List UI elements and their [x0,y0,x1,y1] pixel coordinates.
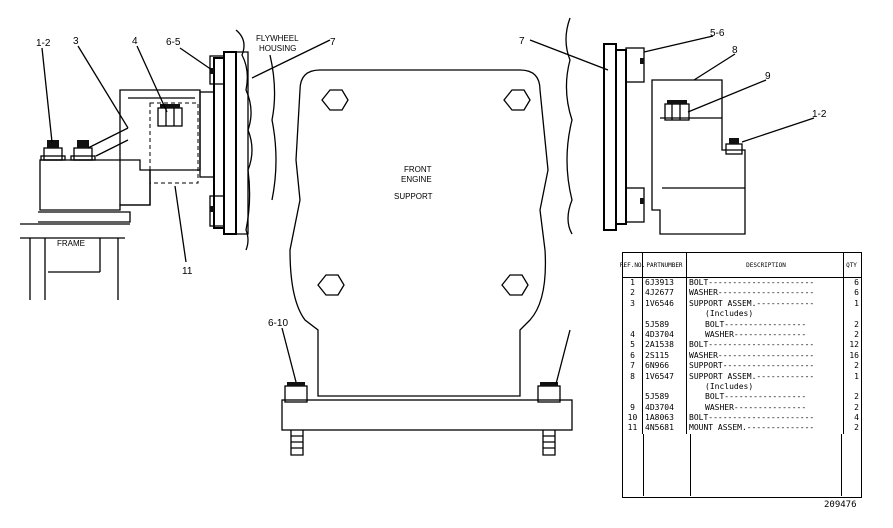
front-engine-support [281,69,573,456]
drawing-number: 209476 [824,500,857,510]
callout-11: 11 [182,266,193,277]
label-front: FRONT [404,165,432,174]
bolt-1-2-left-a [40,140,66,161]
callout-9: 9 [765,71,771,82]
header-description: DESCRIPTION [687,253,844,277]
callout-1-2-left: 1-2 [36,38,51,49]
table-row: (Includes) [623,381,861,393]
left-support-assembly [20,29,277,300]
callout-8: 8 [732,45,738,56]
header-qty: QTY [846,261,857,269]
callout-6-5: 6-5 [166,37,181,48]
callout-4: 4 [132,36,138,47]
callout-3: 3 [73,36,79,47]
callout-7-left: 7 [330,37,336,48]
label-flywheel-housing-2: HOUSING [259,44,296,53]
right-support-assembly [565,17,746,235]
bolt-1-2-left-b [70,140,96,161]
table-empty-space [623,433,861,496]
header-ref-no: REF.NO. [620,253,645,277]
label-engine: ENGINE [401,175,432,184]
callout-6-10: 6-10 [268,318,288,329]
label-flywheel-housing-1: FLYWHEEL [256,34,299,43]
label-support: SUPPORT [394,192,433,201]
leader-lines [41,35,815,385]
callout-1-2-right: 1-2 [812,109,827,120]
table-row: (Includes) [623,309,861,320]
label-frame: FRAME [57,239,85,248]
callout-5-6: 5-6 [710,28,725,39]
callout-7-right: 7 [519,36,525,47]
